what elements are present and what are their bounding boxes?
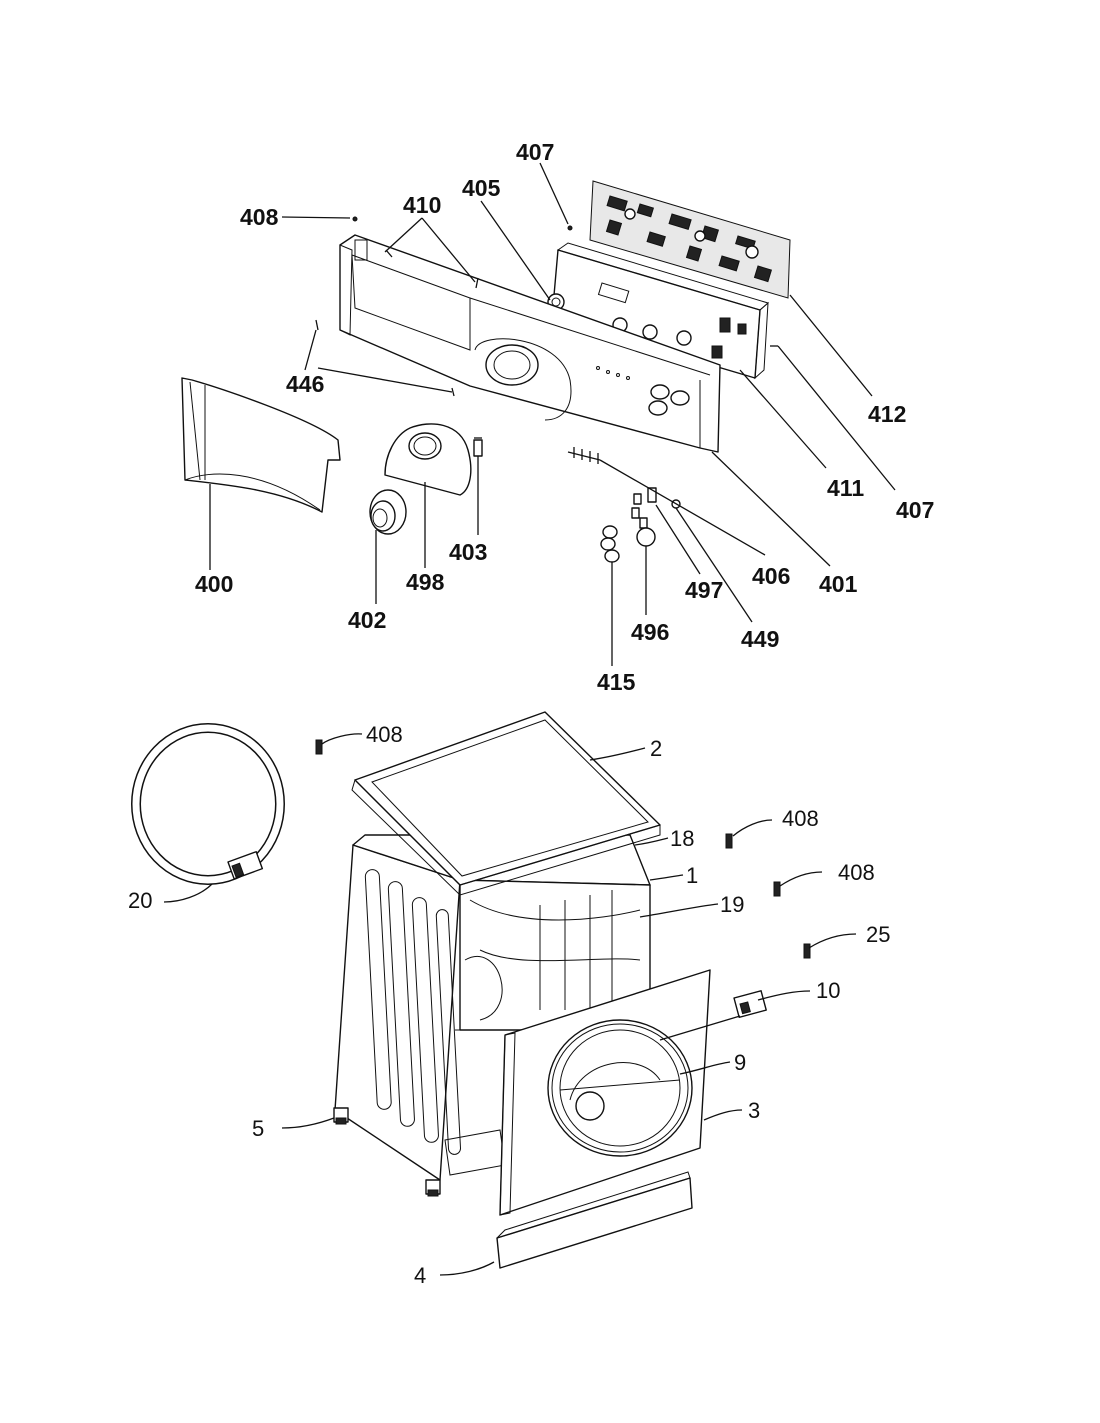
top-cover-2 [351, 711, 661, 897]
label-415: 415 [597, 669, 636, 695]
screws-upper [315, 216, 778, 397]
label-1: 1 [686, 863, 698, 888]
label-407-right: 407 [896, 497, 934, 523]
screws-lower [315, 739, 811, 959]
programme-knob-402 [369, 489, 407, 535]
label-25: 25 [866, 922, 890, 947]
knob-surround-498 [384, 423, 472, 496]
label-411: 411 [827, 475, 864, 501]
door-lock-10 [733, 990, 767, 1019]
label-408-top: 408 [240, 204, 279, 230]
label-9: 9 [734, 1050, 746, 1075]
label-449: 449 [741, 626, 779, 652]
label-5: 5 [252, 1116, 264, 1141]
label-4: 4 [414, 1263, 426, 1288]
label-402: 402 [348, 607, 386, 633]
label-498: 498 [406, 569, 445, 595]
label-10: 10 [816, 978, 840, 1003]
door-seal-9 [551, 1023, 689, 1153]
label-405: 405 [462, 175, 501, 201]
label-410: 410 [403, 192, 441, 218]
button-parts [600, 487, 681, 563]
label-3: 3 [748, 1098, 760, 1123]
detergent-drawer-400 [181, 377, 341, 513]
control-board-412 [589, 180, 791, 299]
label-401: 401 [819, 571, 858, 597]
part-403 [473, 437, 483, 535]
label-497: 497 [685, 577, 723, 603]
label-19: 19 [720, 892, 744, 917]
control-panel-401 [339, 234, 721, 453]
label-406: 406 [752, 563, 790, 589]
label-18: 18 [670, 826, 694, 851]
label-400: 400 [195, 571, 233, 597]
label-412: 412 [868, 401, 906, 427]
label-496: 496 [631, 619, 669, 645]
front-panel-3 [499, 969, 711, 1216]
leader-lines-upper [209, 162, 896, 666]
label-408-right-1: 408 [782, 806, 819, 831]
leader-lines-lower [163, 733, 857, 1276]
light-pipes-406 [567, 447, 601, 464]
label-408-right-2: 408 [838, 860, 875, 885]
label-408-lower-left: 408 [366, 722, 403, 747]
label-20: 20 [128, 888, 152, 913]
part-labels: 407 405 408 410 446 412 411 407 400 402 … [128, 139, 934, 1288]
feet-5 [333, 1107, 441, 1197]
label-407-top: 407 [516, 139, 554, 165]
inlet-hose-20 [131, 723, 285, 885]
label-403: 403 [449, 539, 487, 565]
label-446: 446 [286, 371, 324, 397]
kickplate-4 [496, 1171, 693, 1269]
programmer-module-411 [547, 242, 770, 380]
label-2: 2 [650, 736, 662, 761]
